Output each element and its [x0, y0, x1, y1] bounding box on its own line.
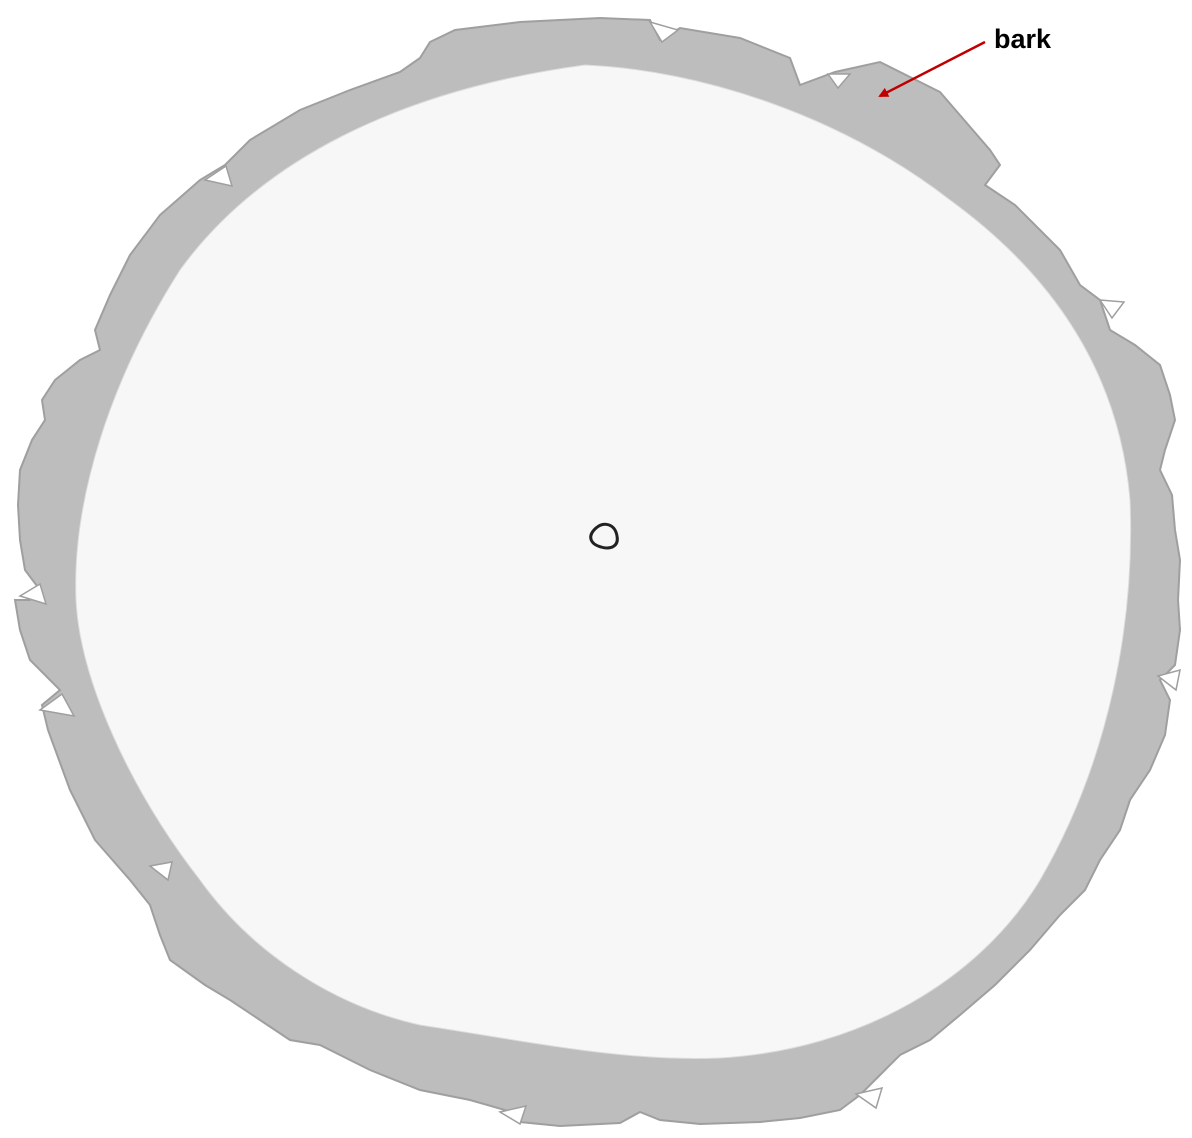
bark-label: bark — [994, 26, 1051, 53]
